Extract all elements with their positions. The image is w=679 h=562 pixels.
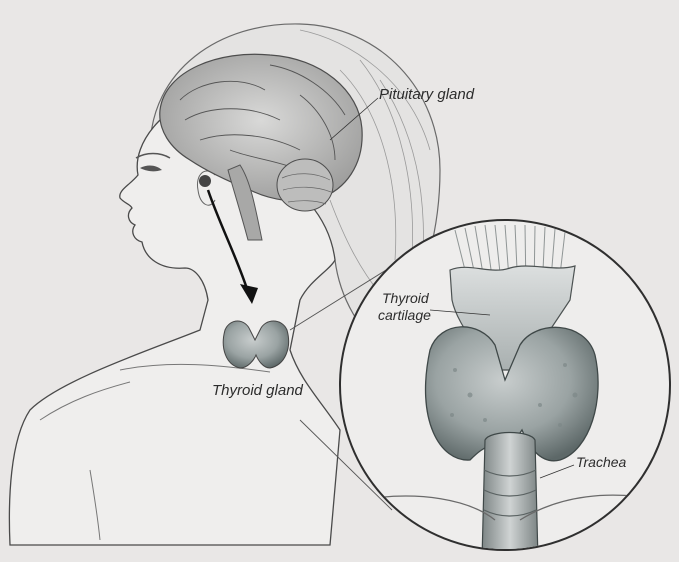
label-thyroid-cartilage-line2: cartilage [378,308,431,323]
label-thyroid-gland: Thyroid gland [212,383,303,400]
label-pituitary-gland: Pituitary gland [379,87,474,104]
label-thyroid-cartilage-line1: Thyroid [382,291,429,306]
label-trachea: Trachea [576,455,626,470]
pituitary-gland-dot [199,175,211,187]
